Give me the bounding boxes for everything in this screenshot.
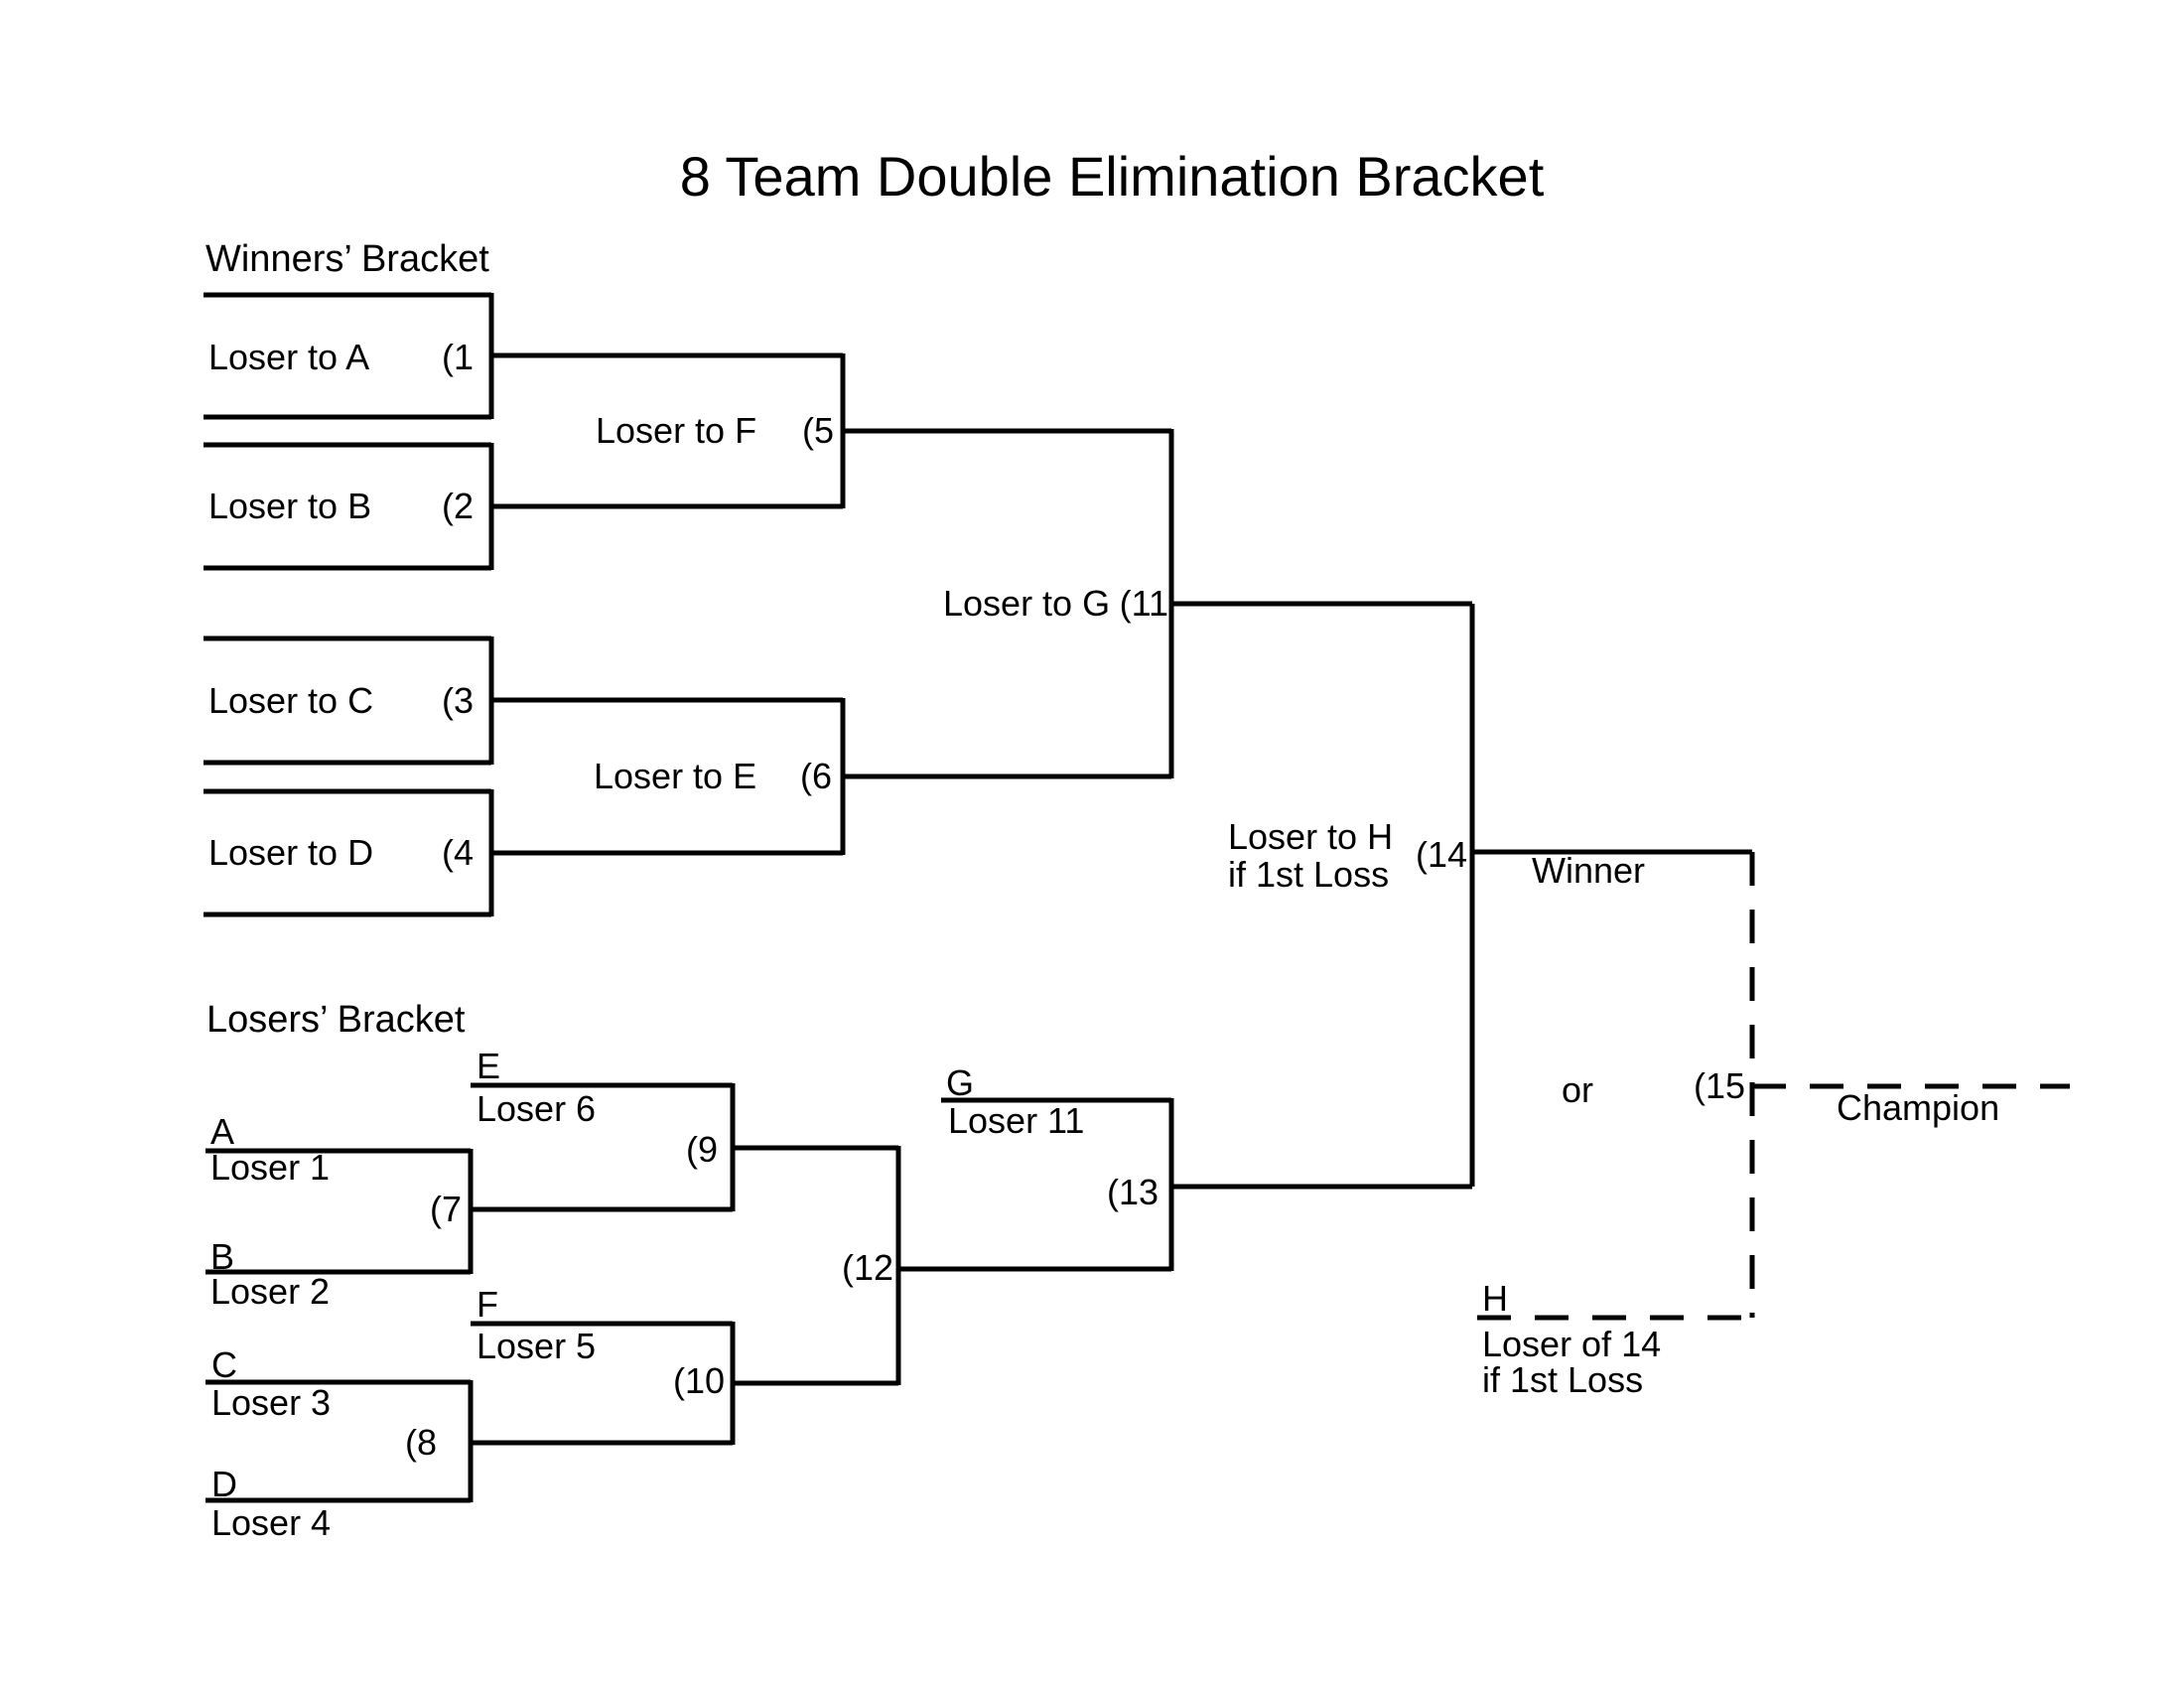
match-5-loser-label: Loser to F — [596, 410, 757, 451]
losers-match-12-lines — [895, 1146, 1171, 1385]
slot-f-letter: F — [477, 1284, 498, 1325]
losers-match-7-lines — [205, 1148, 733, 1275]
match-14-number: (14 — [1415, 834, 1467, 875]
match-2-loser-label: Loser to B — [208, 486, 372, 526]
slot-f-name: Loser 5 — [477, 1326, 597, 1366]
slot-a-letter: A — [210, 1111, 235, 1152]
losers-match-9-lines — [471, 1082, 898, 1211]
slot-c-letter: C — [211, 1344, 237, 1385]
match-14-lines — [1469, 604, 1752, 1187]
slot-b-letter: B — [210, 1236, 235, 1277]
match-3-number: (3 — [441, 680, 474, 721]
match-1-number: (1 — [441, 337, 474, 377]
match-13-number: (13 — [1106, 1172, 1159, 1212]
slot-g-name: Loser 11 — [948, 1100, 1085, 1141]
match-14-loser-label-line2: if 1st Loss — [1228, 854, 1390, 895]
slot-e-letter: E — [477, 1046, 501, 1086]
winner-label: Winner — [1531, 850, 1646, 891]
match-1-loser-label: Loser to A — [208, 337, 370, 377]
slot-d-letter: D — [211, 1464, 237, 1504]
slot-h-name-line2: if 1st Loss — [1482, 1359, 1644, 1400]
match-4-loser-label: Loser to D — [208, 832, 374, 873]
losers-match-13-lines — [941, 1097, 1472, 1271]
match-11-number: (11 — [1119, 583, 1168, 624]
match-8-number: (8 — [404, 1422, 437, 1463]
match-4-number: (4 — [441, 832, 474, 873]
or-label: or — [1561, 1069, 1593, 1110]
match-11-loser-label: Loser to G — [943, 583, 1111, 624]
match-12-number: (12 — [841, 1247, 893, 1288]
slot-g-letter: G — [946, 1062, 975, 1103]
page-title: 8 Team Double Elimination Bracket — [679, 145, 1545, 208]
match-9-number: (9 — [685, 1129, 718, 1170]
match-15-dashed-lines — [1477, 852, 2070, 1321]
match-6-loser-label: Loser to E — [594, 756, 757, 796]
slot-h-letter: H — [1482, 1278, 1508, 1319]
losers-match-8-lines — [205, 1379, 733, 1503]
match-15-number: (15 — [1693, 1065, 1745, 1106]
match-10-number: (10 — [672, 1360, 725, 1401]
slot-a-name: Loser 1 — [210, 1147, 331, 1188]
match-2-number: (2 — [441, 486, 474, 526]
match-7-number: (7 — [429, 1189, 462, 1229]
match-6-number: (6 — [799, 756, 832, 796]
slot-d-name: Loser 4 — [211, 1502, 332, 1543]
match-14-loser-label-line1: Loser to H — [1228, 816, 1394, 857]
champion-label: Champion — [1837, 1087, 2000, 1128]
match-5-number: (5 — [801, 410, 834, 451]
slot-h-name-line1: Loser of 14 — [1482, 1324, 1662, 1364]
slot-c-name: Loser 3 — [211, 1382, 332, 1423]
slot-e-name: Loser 6 — [477, 1088, 597, 1129]
slot-b-name: Loser 2 — [210, 1271, 331, 1312]
losers-match-10-lines — [471, 1321, 898, 1445]
match-3-loser-label: Loser to C — [208, 680, 374, 721]
winners-match-11-lines — [843, 428, 1472, 779]
losers-bracket-heading: Losers’ Bracket — [206, 999, 466, 1041]
winners-bracket-heading: Winners’ Bracket — [205, 238, 489, 280]
